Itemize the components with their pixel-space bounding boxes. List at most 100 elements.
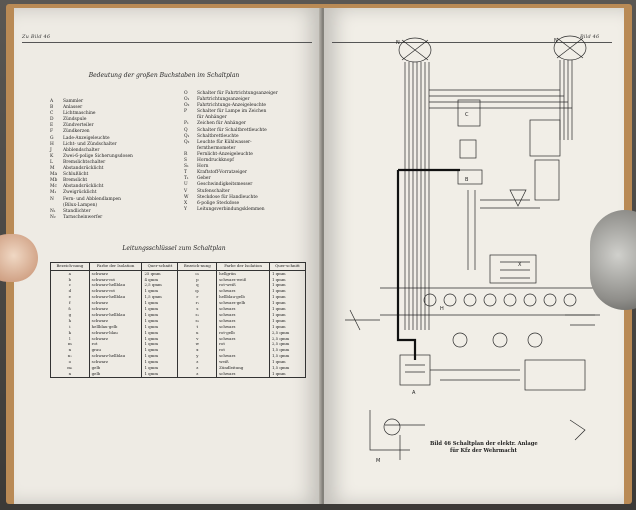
caption-line-1: Bild 46 Schaltplan der elektr. Anlage	[430, 441, 538, 447]
table-cell: 1 qmm	[141, 347, 179, 354]
table-header-cell: Bezeich-nung	[50, 262, 90, 271]
legend-entry: A Sammler	[50, 99, 133, 105]
table-cell: 1 qmm	[268, 371, 307, 378]
legend-key: B	[50, 105, 54, 111]
legend-entry: W Steckdose für Handleuchte	[184, 195, 278, 201]
right-page-header: Bild 46	[580, 34, 600, 40]
table-cell: 1 qmm	[268, 317, 307, 324]
table-cell: 1 qmm	[141, 371, 179, 378]
legend-value: Steckdose für Handleuchte	[197, 194, 258, 200]
book-gutter	[319, 8, 327, 504]
table-header-cell: Quer-schnitt	[141, 262, 179, 271]
legend-key: P	[184, 109, 187, 115]
legend-key: L	[50, 159, 53, 165]
table-cell: 1,5 qmm	[141, 294, 179, 301]
headlamp-left-icon	[398, 37, 432, 63]
table-cell: 1 qmm	[141, 306, 179, 312]
legend-key: F	[50, 129, 54, 135]
legend-value: Anlasser	[63, 105, 83, 111]
legend-value: Horndruckknopf	[197, 158, 234, 164]
legend-entry: fernthermometer	[184, 146, 278, 152]
legend-value: 6-polige Steckdose	[197, 200, 240, 206]
legend-value: Lichtmaschine	[63, 111, 96, 117]
legend-entry: (Bilux-Lampen)	[50, 203, 133, 209]
legend-key: O₂	[184, 103, 190, 109]
legend-key: C	[50, 111, 54, 117]
legend-value: Standlichter	[63, 208, 91, 214]
legend-key: N₂	[50, 214, 56, 220]
table-cell: 1 qmm	[268, 311, 307, 318]
legend-entry: für Anhänger	[184, 115, 278, 121]
table-cell: 1 qmm	[268, 276, 307, 283]
legend-key: S₁	[184, 164, 189, 170]
legend-value: Fahrtrichtungs-Anzeigeleuchte	[197, 103, 267, 109]
legend-value: Bremslicht	[63, 178, 88, 184]
label-b: B	[465, 177, 469, 183]
table-cell: 1 qmm	[141, 335, 179, 342]
left-page: Zu Bild 46 Bedeutung der großen Buchstab…	[14, 8, 322, 504]
table-cell: 1 qmm	[268, 282, 307, 289]
legend-entry: C Lichtmaschine	[50, 111, 133, 117]
legend-value: für Anhänger	[197, 115, 227, 121]
table-cell: 1 qmm	[141, 365, 179, 371]
legend-value: (Bilux-Lampen)	[63, 202, 98, 208]
table-cell: n	[50, 371, 90, 378]
legend-entry: E Zündverteiler	[50, 123, 133, 129]
legend-value: Licht- und Zündschalter	[63, 141, 117, 147]
legend-key: M	[50, 166, 55, 172]
legend-value: Stufenschalter	[197, 188, 230, 194]
legend-key: T₁	[184, 176, 189, 182]
table-cell: 1 qmm	[268, 306, 307, 312]
legend-value: Abstandsrücklicht	[63, 184, 104, 190]
legend-value: Zweigrücklicht	[63, 190, 97, 196]
legend-value: Kraftstoff-Vorratzeiger	[197, 170, 247, 176]
legend-key: J	[50, 147, 52, 153]
legend-value: fernthermometer	[197, 145, 236, 151]
generator-box	[457, 99, 481, 127]
table-cell: 1 qmm	[268, 270, 307, 277]
legend-value: Zündspule	[63, 117, 87, 123]
legend-value: Zeichen für Anhänger	[197, 121, 246, 127]
table-header-cell: Bezeich-nung	[177, 262, 218, 271]
legend-key: K	[50, 153, 54, 159]
table-cell: 25 qmm	[141, 270, 179, 277]
legend-value: Sammler	[63, 99, 84, 104]
headlamp-right-icon	[553, 35, 587, 61]
label-m: M	[376, 458, 380, 464]
legend-title: Bedeutung der großen Buchstaben im Schal…	[88, 72, 240, 79]
table-cell: 2,5 qmm	[268, 329, 307, 336]
legend-value: Zündverteiler	[63, 123, 94, 129]
legend-entry: H Licht- und Zündschalter	[50, 142, 133, 148]
table-cell: 1 qmm	[268, 323, 307, 330]
metal-object	[590, 210, 636, 310]
figure-caption: Bild 46 Schaltplan der elektr. Anlage fü…	[430, 441, 538, 454]
legend-key: H	[50, 141, 54, 147]
table-cell: 1,5 qmm	[268, 365, 307, 371]
legend-value: Schalter für Fahrtrichtungsanzeiger	[197, 91, 278, 96]
legend-key: E	[50, 123, 54, 129]
table-cell: z	[177, 371, 218, 378]
legend-value: Abblendschalter	[63, 147, 100, 153]
legend-key: A	[50, 99, 54, 104]
legend-key: D	[50, 117, 54, 123]
legend-key: W	[184, 194, 189, 200]
